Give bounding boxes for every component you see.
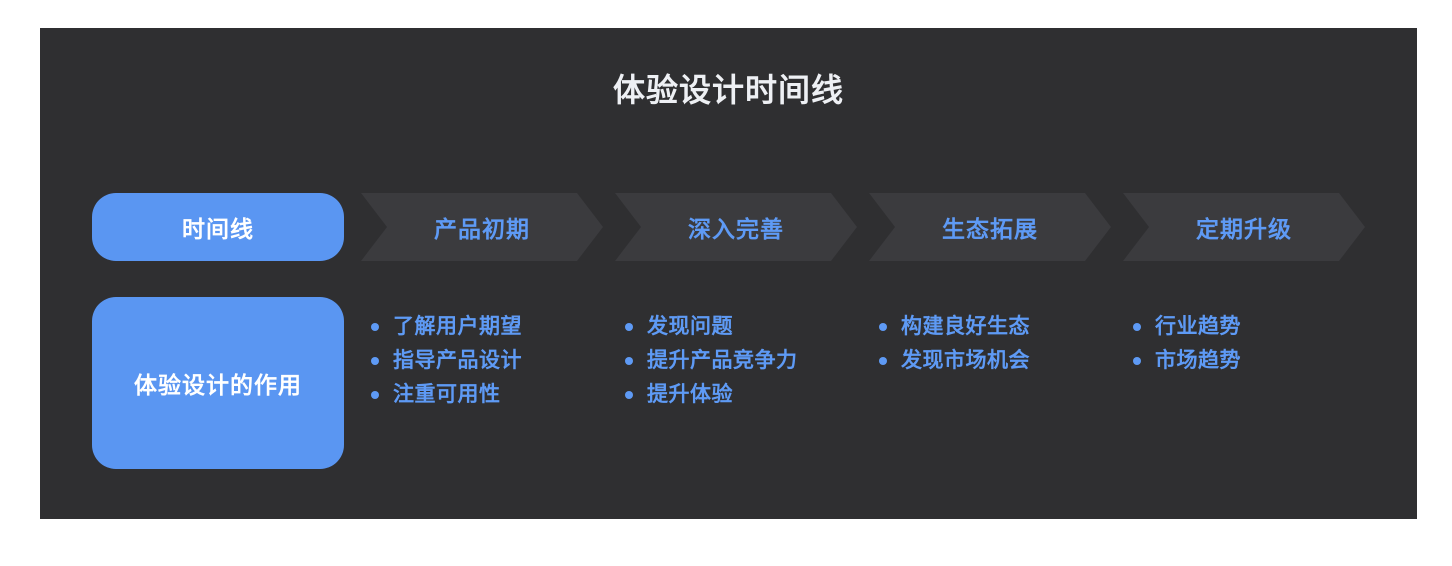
bullet-text: 行业趋势 bbox=[1155, 315, 1241, 338]
bullet-item: 提升体验 bbox=[615, 378, 869, 412]
bullet-text: 构建良好生态 bbox=[901, 315, 1030, 338]
bullet-dot-icon bbox=[625, 391, 633, 399]
bullet-item: 发现问题 bbox=[615, 310, 869, 344]
stage-bullet-list-2: 发现问题 提升产品竞争力 提升体验 bbox=[615, 297, 869, 412]
bullet-dot-icon bbox=[879, 323, 887, 331]
slide-title: 体验设计时间线 bbox=[612, 72, 844, 108]
bullet-item: 市场趋势 bbox=[1123, 344, 1377, 378]
bullet-item: 注重可用性 bbox=[361, 378, 615, 412]
stage-content-cell-2: 发现问题 提升产品竞争力 提升体验 bbox=[615, 297, 869, 469]
bullet-text: 提升产品竞争力 bbox=[647, 349, 798, 372]
stage-chevron-2: 深入完善 bbox=[615, 193, 857, 261]
stage-chevron-1: 产品初期 bbox=[361, 193, 603, 261]
bullet-dot-icon bbox=[1133, 357, 1141, 365]
stage-header-row: 时间线 产品初期 深入完善 生态拓展 定期升级 bbox=[40, 193, 1417, 261]
stage-bullet-list-4: 行业趋势 市场趋势 bbox=[1123, 297, 1377, 378]
stage-content-cell-1: 了解用户期望 指导产品设计 注重可用性 bbox=[361, 297, 615, 469]
timeline-label-pill: 时间线 bbox=[92, 193, 344, 261]
stage-chevron-4: 定期升级 bbox=[1123, 193, 1365, 261]
bullet-text: 发现问题 bbox=[647, 315, 733, 338]
bullet-dot-icon bbox=[371, 323, 379, 331]
timeline-slide-card: 体验设计时间线 时间线 产品初期 深入完善 生态拓展 定期升级 体验设计的作用 bbox=[40, 28, 1417, 519]
bullet-item: 指导产品设计 bbox=[361, 344, 615, 378]
stage-header-cell-3: 生态拓展 bbox=[869, 193, 1123, 261]
stage-bullet-list-3: 构建良好生态 发现市场机会 bbox=[869, 297, 1123, 378]
bullet-text: 发现市场机会 bbox=[901, 349, 1030, 372]
bullet-item: 发现市场机会 bbox=[869, 344, 1123, 378]
role-description-box: 体验设计的作用 bbox=[92, 297, 344, 469]
stage-bullet-list-1: 了解用户期望 指导产品设计 注重可用性 bbox=[361, 297, 615, 412]
bullet-item: 构建良好生态 bbox=[869, 310, 1123, 344]
bullet-text: 市场趋势 bbox=[1155, 349, 1241, 372]
bullet-dot-icon bbox=[1133, 323, 1141, 331]
stage-chevron-3: 生态拓展 bbox=[869, 193, 1111, 261]
bullet-item: 提升产品竞争力 bbox=[615, 344, 869, 378]
bullet-dot-icon bbox=[371, 357, 379, 365]
stage-content-cell-3: 构建良好生态 发现市场机会 bbox=[869, 297, 1123, 469]
bullet-text: 注重可用性 bbox=[393, 383, 501, 406]
bullet-dot-icon bbox=[879, 357, 887, 365]
bullet-text: 了解用户期望 bbox=[393, 315, 522, 338]
bullet-text: 提升体验 bbox=[647, 383, 733, 406]
stage-content-cell-4: 行业趋势 市场趋势 bbox=[1123, 297, 1377, 469]
stage-content-cell-intro: 体验设计的作用 bbox=[92, 297, 361, 469]
bullet-text: 指导产品设计 bbox=[393, 349, 522, 372]
bullet-dot-icon bbox=[371, 391, 379, 399]
bullet-item: 行业趋势 bbox=[1123, 310, 1377, 344]
bullet-item: 了解用户期望 bbox=[361, 310, 615, 344]
stage-header-cell-4: 定期升级 bbox=[1123, 193, 1377, 261]
stage-header-cell-2: 深入完善 bbox=[615, 193, 869, 261]
bullet-dot-icon bbox=[625, 357, 633, 365]
stage-header-cell-1: 产品初期 bbox=[361, 193, 615, 261]
stage-header-cell-intro: 时间线 bbox=[92, 193, 361, 261]
stage-content-row: 体验设计的作用 了解用户期望 指导产品设计 注重可用性 发现问题 提升产品竞争力… bbox=[40, 297, 1417, 469]
bullet-dot-icon bbox=[625, 323, 633, 331]
